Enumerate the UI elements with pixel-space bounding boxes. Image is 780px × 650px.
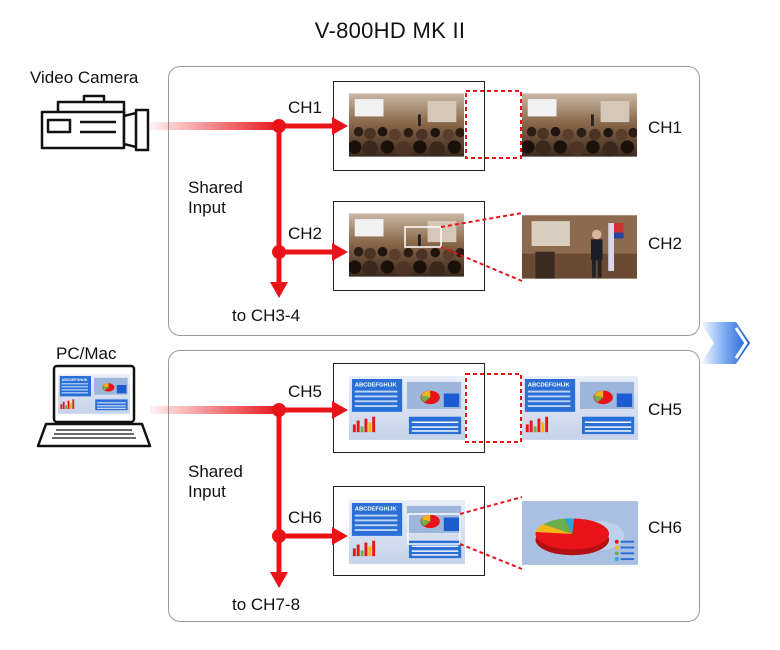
output-label-ch2: CH2 bbox=[648, 234, 683, 253]
shared-input-label-1: Shared Input bbox=[188, 178, 243, 217]
pc-signal-line bbox=[150, 406, 280, 414]
input-label-ch5: CH5 bbox=[288, 382, 323, 401]
ch1-output-thumbnail bbox=[522, 93, 637, 157]
laptop-icon bbox=[36, 364, 152, 448]
chevron-right-icon bbox=[700, 322, 750, 364]
source-label-video-camera: Video Camera bbox=[30, 68, 139, 87]
input-label-ch1: CH1 bbox=[288, 98, 323, 117]
arrow-ch1 bbox=[332, 117, 348, 135]
video-camera-icon bbox=[40, 94, 150, 152]
diagram-title: V-800HD MK II bbox=[314, 18, 466, 43]
arrow-ch2 bbox=[332, 243, 348, 261]
arrow-down-ch7-8 bbox=[270, 572, 288, 588]
output-label-ch6: CH6 bbox=[648, 518, 683, 537]
input-label-ch6: CH6 bbox=[288, 508, 323, 527]
output-label-ch5: CH5 bbox=[648, 400, 683, 419]
camera-signal-line bbox=[150, 122, 280, 130]
ch2-crop-box bbox=[404, 226, 442, 248]
ch6-crop-box bbox=[407, 513, 461, 545]
arrow-down-ch3-4 bbox=[270, 282, 288, 298]
ch2-input-thumbnail bbox=[349, 213, 464, 277]
ch2-output-thumbnail bbox=[522, 215, 637, 279]
ch1-input-thumbnail bbox=[349, 93, 464, 157]
input-label-ch2: CH2 bbox=[288, 224, 323, 243]
source-label-pc-mac: PC/Mac bbox=[56, 344, 117, 363]
to-label-ch7-8: to CH7-8 bbox=[232, 595, 301, 614]
ch6-output-thumbnail bbox=[522, 501, 638, 565]
ch5-input-thumbnail bbox=[349, 376, 465, 440]
ch5-output-thumbnail bbox=[522, 376, 638, 440]
arrow-ch5 bbox=[332, 401, 348, 419]
output-label-ch1: CH1 bbox=[648, 118, 683, 137]
shared-input-label-2: Shared Input bbox=[188, 462, 243, 501]
ch6-input-thumbnail bbox=[349, 500, 465, 564]
arrow-ch6 bbox=[332, 527, 348, 545]
to-label-ch3-4: to CH3-4 bbox=[232, 306, 301, 325]
